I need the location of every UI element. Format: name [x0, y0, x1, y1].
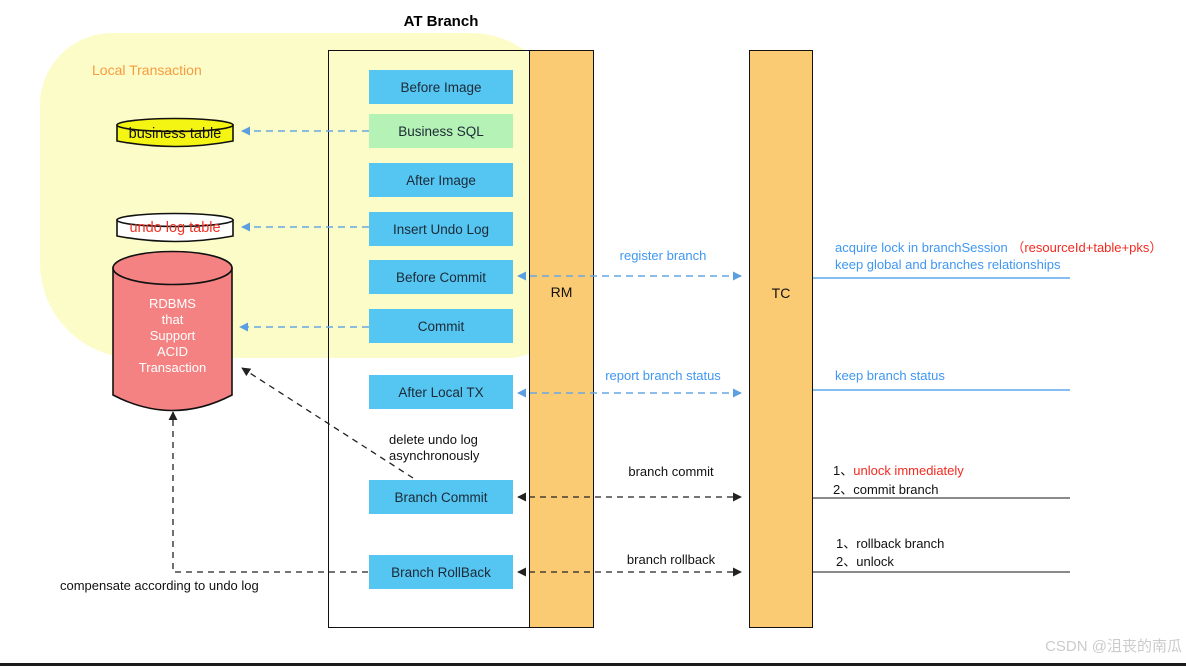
bottom-border: [0, 663, 1186, 666]
rollback-step-2-text: unlock: [856, 554, 894, 569]
rdbms-line: RDBMS: [149, 296, 196, 311]
business-table-label: business table: [128, 126, 222, 142]
rollback-step-2: 2、unlock: [836, 553, 944, 571]
commit-step-2: 2、commit branch: [833, 480, 964, 499]
acquire-lock-text: acquire lock in branchSession: [835, 240, 1012, 255]
acquire-lock-line: acquire lock in branchSession （resourceI…: [835, 239, 1162, 256]
rdbms-line: ACID: [156, 344, 189, 359]
step-label: After Local TX: [398, 384, 484, 400]
annotation-keep-branch-status: keep branch status: [835, 368, 945, 383]
step-branch-rollback: Branch RollBack: [369, 555, 513, 589]
step-label: Insert Undo Log: [392, 221, 490, 237]
step-before-commit: Before Commit: [369, 260, 513, 294]
step-label: Before Commit: [395, 269, 487, 285]
keep-global-text: keep global and branches relationships: [835, 257, 1061, 272]
step-business-sql: Business SQL: [369, 114, 513, 148]
annotation-rollback-steps: 1、rollback branch 2、unlock: [836, 535, 944, 571]
step-number: 1、: [833, 463, 854, 478]
acquire-lock-detail: （resourceId+table+pks）: [1011, 240, 1163, 255]
local-transaction-label: Local Transaction: [92, 62, 202, 78]
step-label: After Image: [406, 172, 476, 188]
rdbms-line: Transaction: [138, 360, 207, 375]
rm-label: RM: [550, 284, 573, 300]
message-report-branch-status: report branch status: [605, 368, 721, 383]
rdbms-line: that: [161, 312, 184, 327]
step-number: 1、: [836, 536, 857, 551]
step-label: Before Image: [400, 79, 482, 95]
tc-lifeline: [749, 50, 813, 628]
message-register-branch: register branch: [619, 248, 707, 263]
commit-step-2-text: commit branch: [853, 482, 939, 497]
annotation-commit-steps: 1、unlock immediately 2、commit branch: [833, 461, 964, 499]
note-compensate: compensate according to undo log: [60, 578, 259, 593]
rdbms-label: RDBMS that Support ACID Transaction: [113, 296, 232, 376]
step-commit: Commit: [369, 309, 513, 343]
commit-step-1: 1、unlock immediately: [833, 461, 964, 480]
rollback-step-1: 1、rollback branch: [836, 535, 944, 553]
tc-label: TC: [771, 285, 791, 301]
diagram-title: AT Branch: [403, 13, 479, 30]
step-number: 2、: [836, 554, 857, 569]
step-after-local-tx: After Local TX: [369, 375, 513, 409]
annotation-acquire-lock: acquire lock in branchSession （resourceI…: [835, 239, 1162, 273]
rdbms-line: Support: [149, 328, 196, 343]
step-insert-undo-log: Insert Undo Log: [369, 212, 513, 246]
message-branch-rollback: branch rollback: [626, 552, 716, 567]
step-number: 2、: [833, 482, 854, 497]
annotation-underlines: [813, 277, 1070, 573]
commit-step-1-text: unlock immediately: [853, 463, 964, 478]
step-after-image: After Image: [369, 163, 513, 197]
note-delete-undo-log: delete undo log asynchronously: [389, 432, 480, 463]
step-label: Commit: [417, 318, 465, 334]
step-label: Branch Commit: [394, 489, 488, 505]
step-before-image: Before Image: [369, 70, 513, 104]
message-branch-commit: branch commit: [628, 464, 714, 479]
step-label: Business SQL: [398, 123, 484, 139]
watermark: CSDN @沮丧的南瓜: [1045, 638, 1182, 655]
rm-lifeline: [529, 50, 594, 628]
step-branch-commit: Branch Commit: [369, 480, 513, 514]
step-label: Branch RollBack: [391, 564, 491, 580]
rollback-step-1-text: rollback branch: [856, 536, 945, 551]
undo-log-table-label: undo log table: [129, 220, 221, 236]
